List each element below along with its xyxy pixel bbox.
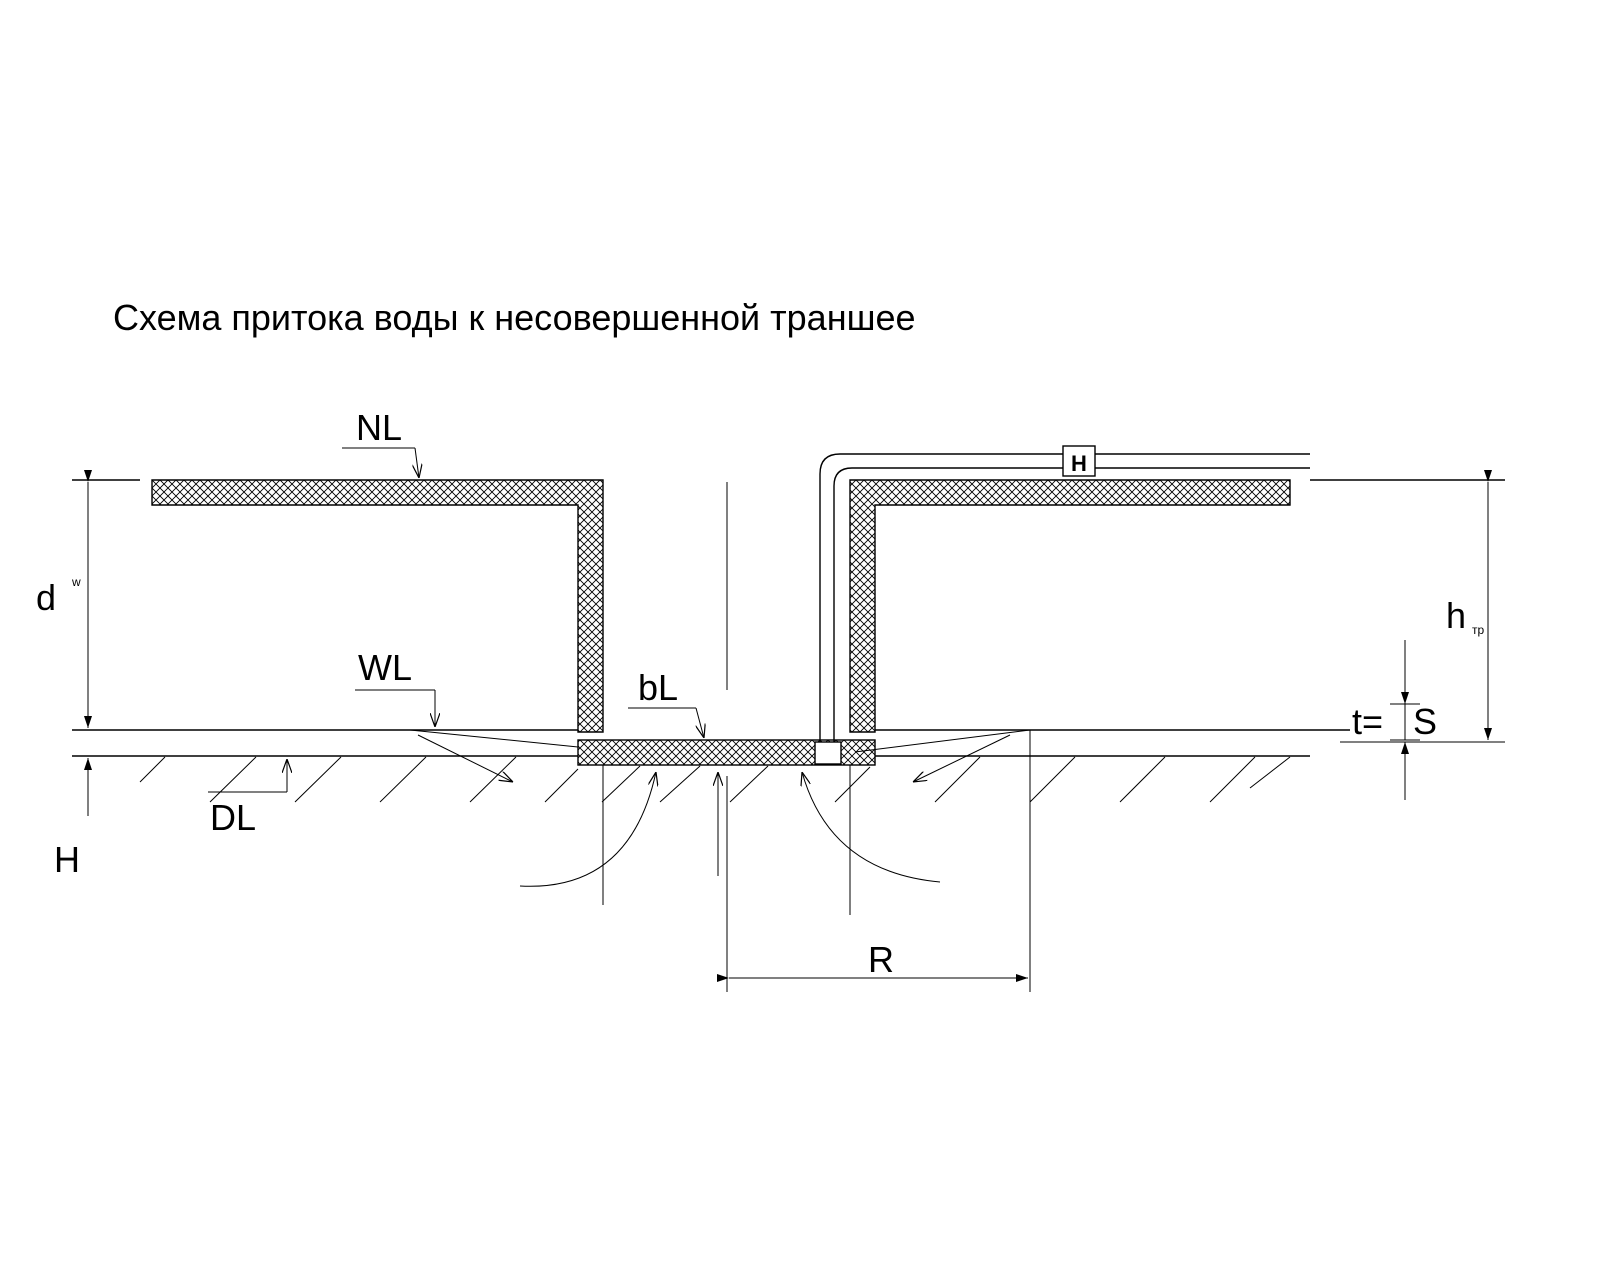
- dw-label: d: [36, 577, 56, 618]
- nl-label: NL: [356, 407, 402, 448]
- depression-curve-left: [409, 729, 579, 748]
- inflow-arrow-left-top: [417, 734, 513, 782]
- drain-pipe-outer: [819, 453, 1310, 742]
- drain-box: [814, 741, 842, 765]
- nl-leader-arrow: [415, 447, 419, 478]
- t-equals-label: t=: [1352, 701, 1383, 742]
- inflow-arrow-right-top: [913, 734, 1011, 782]
- inflow-arrow-right-curve: [802, 772, 941, 883]
- wl-label: WL: [358, 647, 412, 688]
- diagram-title: Схема притока воды к несовершенной транш…: [113, 297, 916, 338]
- pump-box: [1062, 445, 1096, 477]
- bl-label: bL: [638, 667, 678, 708]
- dl-label: DL: [210, 797, 256, 838]
- right-wall-lining: [849, 479, 1291, 733]
- drain-pipe-inner: [833, 467, 1310, 742]
- ground-hatching: [139, 756, 1291, 803]
- depression-curve-right: [854, 729, 1031, 753]
- dw-subscript: w: [71, 575, 81, 589]
- htr-label: h: [1446, 595, 1466, 636]
- h-left-label: H: [54, 839, 80, 880]
- r-label: R: [868, 939, 894, 980]
- bl-leader-arrow: [695, 707, 704, 738]
- s-label: S: [1413, 701, 1437, 742]
- left-wall-lining: [151, 479, 604, 733]
- inflow-arrow-left-curve: [519, 772, 656, 887]
- htr-subscript: тр: [1472, 623, 1484, 637]
- pump-label: Н: [1071, 451, 1087, 476]
